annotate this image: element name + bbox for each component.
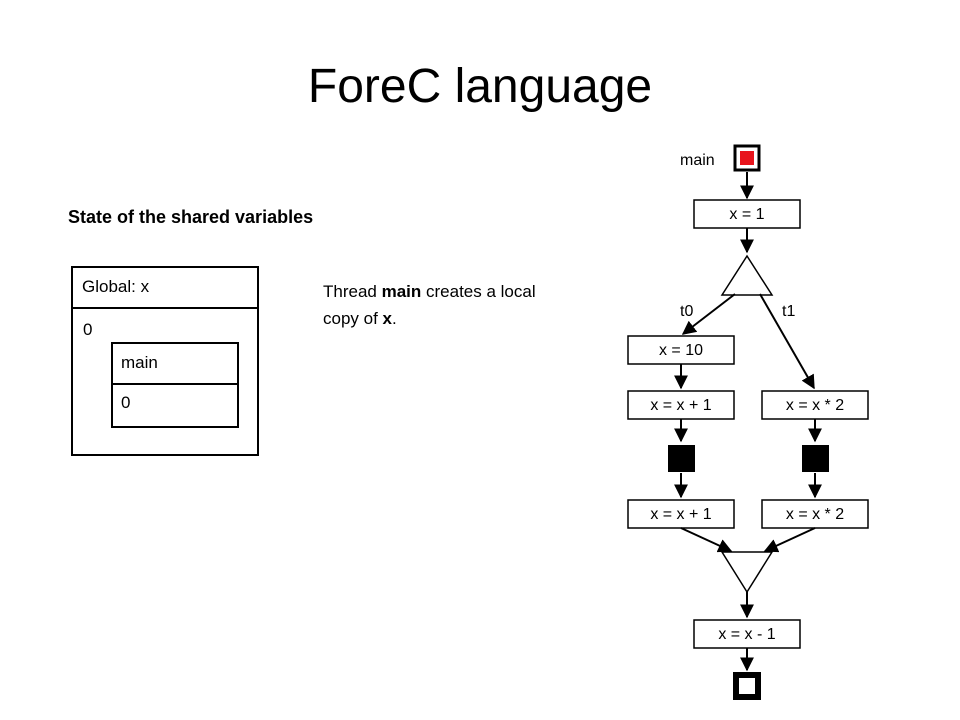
global-state-box: Global: x 0 main 0 bbox=[71, 266, 259, 456]
node-t0-inc-1-text: x = x + 1 bbox=[650, 397, 711, 414]
slide-title: ForeC language bbox=[307, 60, 653, 113]
note-middle: creates a local copy of bbox=[323, 282, 536, 328]
branch-label-t0: t0 bbox=[680, 303, 693, 320]
global-header: Global: x bbox=[73, 268, 257, 309]
thread-value: 0 bbox=[121, 393, 131, 412]
main-label: main bbox=[680, 152, 715, 169]
fork-node bbox=[720, 254, 774, 296]
thread-main-state-box: main 0 bbox=[111, 342, 239, 428]
node-t1-mul-1 bbox=[761, 390, 869, 420]
note-thread-name: main bbox=[381, 282, 422, 301]
node-t0-inc-1 bbox=[627, 390, 735, 420]
node-t1-mul-2-text: x = x * 2 bbox=[786, 506, 844, 523]
node-t1-mul-1-text: x = x * 2 bbox=[786, 397, 844, 414]
global-label: Global: x bbox=[82, 277, 150, 296]
thread-header: main bbox=[113, 344, 237, 385]
edge-t0-to-join bbox=[680, 527, 733, 553]
node-t0-assign-text: x = 10 bbox=[659, 342, 703, 359]
start-node-inner bbox=[740, 151, 754, 165]
note-var-name: x bbox=[382, 309, 393, 328]
global-value: 0 bbox=[83, 320, 93, 339]
node-t1-mul-2 bbox=[761, 499, 869, 529]
pause-node-t1 bbox=[802, 445, 829, 472]
node-t0-inc-2 bbox=[627, 499, 735, 529]
branch-label-t1: t1 bbox=[782, 303, 795, 320]
end-node bbox=[733, 672, 761, 700]
note-prefix: Thread bbox=[323, 282, 382, 301]
thread-label: main bbox=[121, 353, 158, 372]
note-suffix: . bbox=[392, 309, 397, 328]
join-node bbox=[720, 551, 774, 594]
pause-node-t0 bbox=[668, 445, 695, 472]
state-heading: State of the shared variables bbox=[68, 207, 314, 227]
node-final-text: x = x - 1 bbox=[718, 626, 775, 643]
edge-fork-to-t1 bbox=[759, 293, 815, 390]
edge-fork-to-t0 bbox=[681, 293, 736, 335]
thread-note: Thread main creates a local copy of x. bbox=[323, 278, 553, 332]
thread-flow-diagram: main x = 1 t0 t1 x = 10 x = x + 1 x = x … bbox=[627, 144, 869, 700]
node-init-text: x = 1 bbox=[729, 206, 764, 223]
node-final bbox=[693, 619, 801, 649]
start-node-outer bbox=[733, 144, 761, 172]
node-t0-inc-2-text: x = x + 1 bbox=[650, 506, 711, 523]
edge-t1-to-join bbox=[763, 527, 816, 553]
